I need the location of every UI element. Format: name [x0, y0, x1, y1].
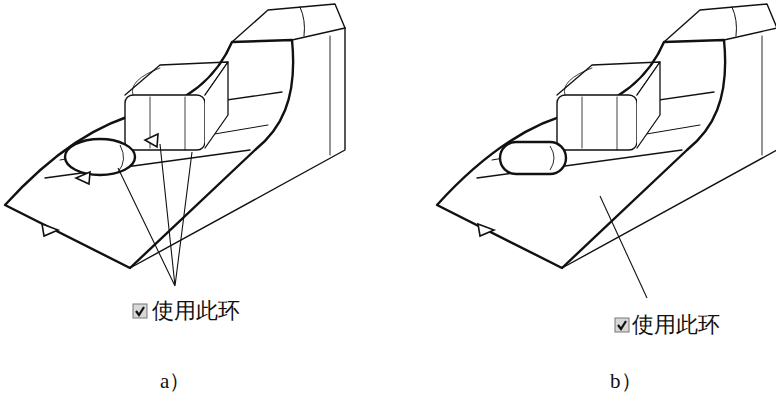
option-label: 使用此环	[152, 299, 240, 323]
subfigure-caption: a）	[160, 370, 190, 393]
subfigure-caption: b）	[610, 370, 642, 393]
option-label: 使用此环	[632, 313, 720, 337]
